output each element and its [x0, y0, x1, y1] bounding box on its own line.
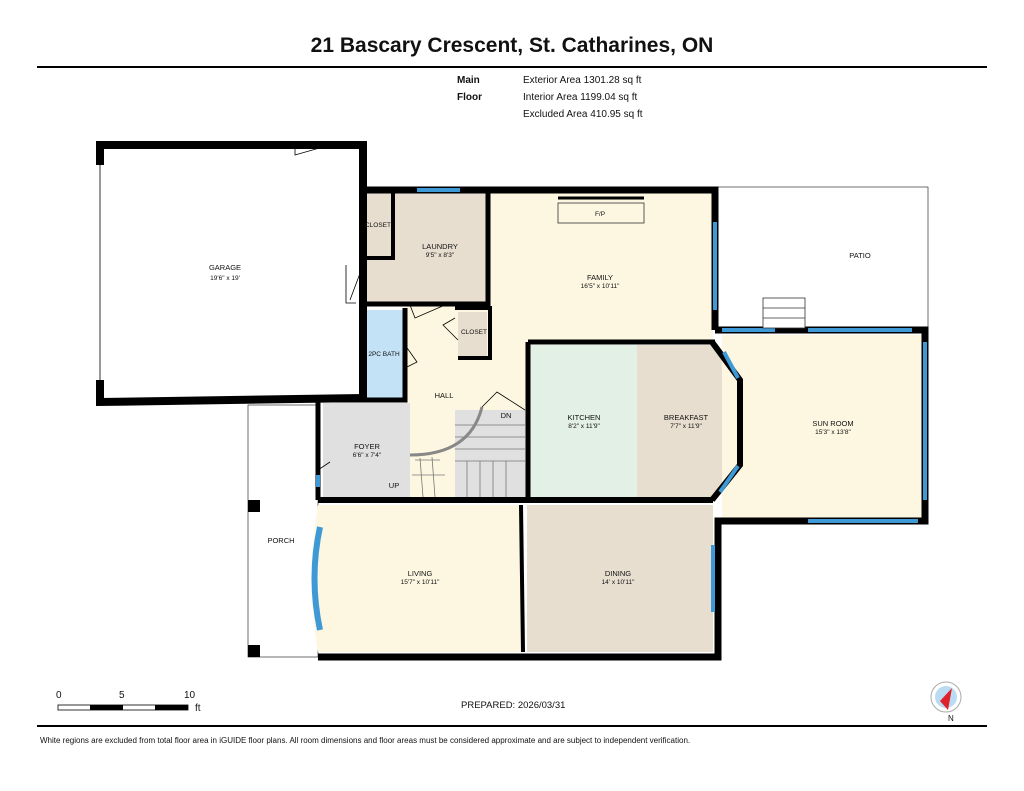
- excluded-area: Excluded Area 410.95 sq ft: [523, 109, 643, 120]
- hall-label: HALL: [435, 391, 454, 400]
- disclaimer: White regions are excluded from total fl…: [40, 736, 691, 745]
- stairs-up-label: UP: [389, 481, 399, 490]
- scale-tick-0: 0: [56, 690, 62, 701]
- bath-area: [365, 310, 405, 398]
- scale-bar: [57, 704, 189, 711]
- compass-icon: [930, 681, 962, 713]
- garage-dims: 19'6" x 19': [210, 275, 240, 282]
- dining-area: [527, 505, 713, 652]
- dining-dims: 14' x 10'11": [602, 579, 636, 586]
- family-dims: 16'5" x 10'11": [581, 283, 620, 290]
- scale-tick-5: 5: [119, 690, 125, 701]
- patio-label: PATIO: [849, 251, 871, 260]
- patio-area: [717, 186, 929, 331]
- breakfast-label: BREAKFAST: [664, 413, 709, 422]
- garage-area: [100, 145, 363, 402]
- patio-steps: [762, 297, 806, 329]
- fireplace-label: F/P: [595, 211, 605, 218]
- sunroom-dims: 15'3" x 13'8": [815, 429, 851, 436]
- garage-label: GARAGE: [209, 263, 241, 272]
- bath-label: 2PC BATH: [368, 351, 400, 358]
- closet2-area: [458, 312, 487, 357]
- scale-tick-10: 10: [184, 690, 196, 701]
- header-divider: [37, 66, 987, 68]
- scale-unit: ft: [195, 703, 201, 714]
- interior-area: Interior Area 1199.04 sq ft: [523, 92, 638, 103]
- stairs-area: [455, 410, 527, 498]
- page-title: 21 Bascary Crescent, St. Catharines, ON: [310, 34, 714, 57]
- closet1-label: CLOSET: [365, 222, 391, 229]
- laundry-dims: 9'5" x 8'3": [426, 252, 455, 259]
- porch-area: [247, 404, 319, 658]
- curved-stair-rail: [409, 406, 484, 457]
- footer-divider: [37, 725, 987, 727]
- foyer-dims: 6'6" x 7'4": [353, 452, 382, 459]
- family-label: FAMILY: [587, 273, 613, 282]
- compass-label: N: [948, 714, 954, 723]
- kitchen-label: KITCHEN: [568, 413, 601, 422]
- breakfast-area: [637, 345, 738, 497]
- living-area: [311, 505, 523, 652]
- laundry-area: [365, 192, 488, 302]
- exterior-area: Exterior Area 1301.28 sq ft: [523, 75, 642, 86]
- sunroom-area: [722, 335, 922, 518]
- stairs-down-label: DN: [501, 411, 512, 420]
- floor-label: Main Floor: [457, 75, 482, 103]
- doors: [294, 144, 526, 471]
- prepared-date: PREPARED: 2026/03/31: [461, 700, 566, 711]
- dining-label: DINING: [605, 569, 631, 578]
- closet2-label: CLOSET: [461, 329, 487, 336]
- breakfast-dims: 7'7" x 11'9": [670, 423, 702, 430]
- stairs: [412, 424, 525, 498]
- sunroom-label: SUN ROOM: [812, 419, 853, 428]
- fireplace: [557, 202, 645, 224]
- kitchen-area: [530, 345, 637, 497]
- porch-label: PORCH: [267, 536, 294, 545]
- foyer-area: [323, 403, 410, 500]
- kitchen-dims: 8'2" x 11'9": [568, 423, 600, 430]
- laundry-label: LAUNDRY: [422, 242, 458, 251]
- living-label: LIVING: [408, 569, 433, 578]
- foyer-label: FOYER: [354, 442, 380, 451]
- windows: [311, 188, 927, 631]
- living-dims: 15'7" x 10'11": [401, 579, 440, 586]
